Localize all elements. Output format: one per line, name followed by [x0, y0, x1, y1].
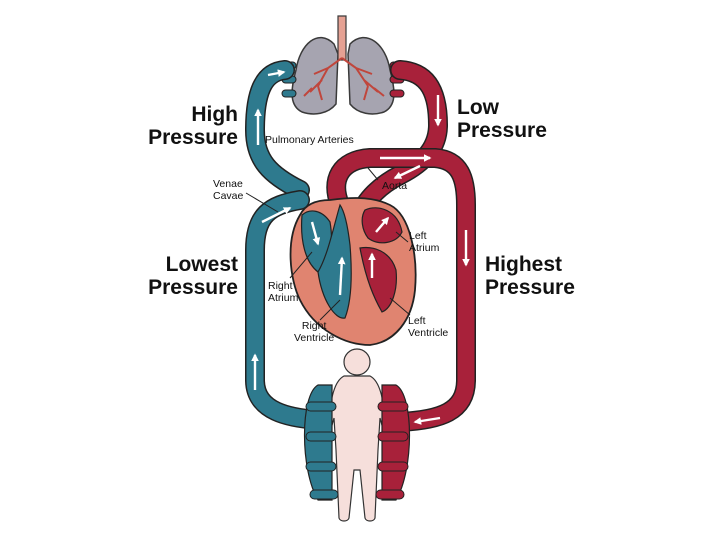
leader-venae-cavae — [245, 192, 279, 213]
arrow-aorta-to-body — [413, 416, 441, 425]
pulmonary-arteries-label: Pulmonary Arteries — [265, 134, 354, 146]
trachea — [337, 15, 347, 61]
oxygenated-vessels — [326, 60, 476, 432]
left-atrium-label: Left Atrium — [409, 230, 439, 254]
low-pressure-label: Low Pressure — [457, 96, 577, 142]
low-pressure-line2: Pressure — [457, 119, 547, 142]
right-atrium-label: Right Atrium — [268, 280, 298, 304]
lungs — [291, 15, 395, 115]
leader-lines — [245, 167, 411, 321]
systemic-capillary-beds — [303, 384, 411, 501]
leader-left-atrium — [395, 231, 409, 243]
bronchi — [303, 57, 385, 101]
deoxygenated-vessels — [245, 60, 328, 430]
venae-cavae-line2: Cavae — [213, 190, 244, 202]
right-atrium-line1: Right — [268, 280, 293, 292]
leader-aorta — [367, 167, 379, 181]
highest-pressure-line2: Pressure — [485, 276, 575, 299]
right-lung — [347, 37, 395, 115]
right-ventricle-line1: Right — [301, 320, 327, 332]
body-head — [343, 348, 371, 376]
arrow-left-atrium — [375, 216, 389, 233]
high-pressure-label: High Pressure — [126, 103, 238, 149]
highest-pressure-label: Highest Pressure — [485, 253, 605, 299]
right-ventricle-line2: Ventricle — [294, 332, 335, 344]
lowest-pressure-line2: Pressure — [148, 276, 238, 299]
high-pressure-line2: Pressure — [148, 126, 238, 149]
arrow-pulmonary-to-lung — [267, 69, 286, 77]
right-ventricle-shape — [317, 203, 352, 319]
arrow-right-atrium — [310, 221, 321, 246]
venae-cavae-label: Venae Cavae — [213, 178, 243, 202]
arrow-vena-cava-into-heart — [261, 206, 292, 224]
right-ventricle-label: Right Ventricle — [294, 320, 334, 344]
arrow-right-ventricle — [337, 256, 346, 296]
aorta-label: Aorta — [382, 180, 408, 192]
leader-right-ventricle — [319, 299, 341, 321]
high-pressure-line1: High — [191, 103, 238, 126]
right-atrium-line2: Atrium — [268, 292, 299, 304]
left-atrium-line1: Left — [409, 230, 427, 242]
heart — [289, 197, 417, 346]
leader-left-ventricle — [389, 297, 411, 316]
lowest-pressure-label: Lowest Pressure — [126, 253, 238, 299]
venae-cavae-line1: Venae — [213, 178, 243, 190]
leader-right-atrium — [289, 251, 313, 279]
arrow-pulmonary-vein-into-heart — [393, 164, 421, 180]
low-pressure-line1: Low — [457, 96, 499, 119]
highest-pressure-line1: Highest — [485, 253, 563, 276]
lowest-pressure-line1: Lowest — [165, 253, 238, 276]
left-ventricle-label: Left Ventricle — [408, 315, 448, 339]
flow-arrows — [251, 69, 470, 425]
left-atrium-line2: Atrium — [409, 242, 440, 254]
left-ventricle-line2: Ventricle — [408, 327, 449, 339]
left-lung — [291, 37, 339, 115]
left-ventricle-line1: Left — [408, 315, 426, 327]
